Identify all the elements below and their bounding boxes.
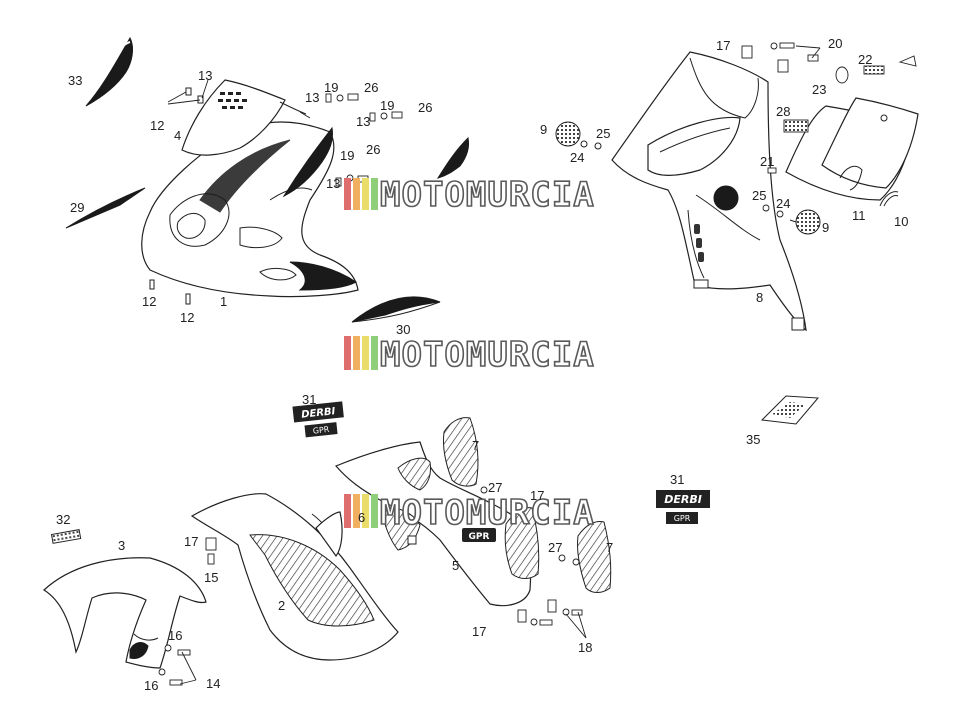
callout-12c: 12	[180, 310, 194, 325]
callout-12b: 12	[142, 294, 156, 309]
callout-25a: 25	[596, 126, 610, 141]
callout-7a: 7	[472, 438, 479, 453]
callout-20: 20	[828, 36, 842, 51]
grille-7-middle	[504, 507, 540, 579]
callout-18: 18	[578, 640, 592, 655]
callout-26c: 26	[366, 142, 380, 157]
derbi-text-right: DERBI	[664, 493, 702, 506]
gpr-text-upper: GPR	[312, 425, 330, 436]
callout-13d: 13	[326, 176, 340, 191]
callout-19b: 19	[380, 98, 394, 113]
callout-17b: 17	[530, 488, 544, 503]
derbi-text-upper: DERBI	[301, 406, 336, 421]
grille-7-top	[443, 417, 479, 487]
nose-top-panel	[181, 79, 311, 156]
callout-27a: 27	[488, 480, 502, 495]
callout-29: 29	[70, 200, 84, 215]
callout-9b: 9	[822, 220, 829, 235]
callout-5: 5	[452, 558, 459, 573]
fender-hardware	[158, 537, 217, 686]
callout-16a: 16	[168, 628, 182, 643]
gpr-decal-rear	[436, 136, 469, 179]
decal-32	[50, 529, 82, 544]
front-fender	[43, 557, 207, 669]
callout-19c: 19	[340, 148, 354, 163]
callout-6: 6	[358, 510, 365, 525]
watermark-1: MOTOMURCIA	[344, 174, 595, 216]
watermark-3: MOTOMURCIA	[344, 492, 595, 534]
wm-stripe-4	[371, 178, 378, 210]
callout-11: 11	[852, 208, 866, 223]
knob-9-left	[555, 121, 602, 150]
hardware-17-20-22-23	[741, 42, 917, 218]
screw-kit-35	[760, 395, 820, 425]
callout-10: 10	[894, 214, 908, 229]
decal-33	[85, 36, 134, 107]
wm-stripe-1	[344, 178, 351, 210]
callout-2: 2	[278, 598, 285, 613]
derbi-badge-right: DERBI GPR	[656, 490, 710, 524]
watermark-text-3: MOTOMURCIA	[380, 493, 595, 533]
grille-frame	[335, 441, 532, 607]
callouts: 33 13 12 4 19 26 13 19 26 13 19 26 13 29…	[56, 36, 908, 693]
callout-26b: 26	[418, 100, 432, 115]
decal-30-outline	[351, 301, 441, 323]
gpr-badge-center: GPR	[462, 528, 496, 542]
callout-27b: 27	[548, 540, 562, 555]
hinge-10	[879, 191, 899, 207]
watermark-text-2: MOTOMURCIA	[380, 335, 595, 375]
callout-30: 30	[396, 322, 410, 337]
callout-17d: 17	[184, 534, 198, 549]
inner-leg-shield	[611, 51, 807, 332]
callout-9a: 9	[540, 122, 547, 137]
callout-17c: 17	[472, 624, 486, 639]
wm-stripe-2	[353, 178, 360, 210]
callout-32: 32	[56, 512, 70, 527]
callout-35: 35	[746, 432, 760, 447]
wm-stripe-3	[362, 178, 369, 210]
knob-9-right	[789, 209, 821, 235]
callout-4: 4	[174, 128, 181, 143]
callout-26a: 26	[364, 80, 378, 95]
decal-29	[65, 187, 146, 229]
callout-1: 1	[220, 294, 227, 309]
callout-31a: 31	[302, 392, 316, 407]
callout-24a: 24	[570, 150, 584, 165]
gpr-text-right: GPR	[674, 514, 691, 523]
callout-23: 23	[812, 82, 826, 97]
watermark-text-1: MOTOMURCIA	[380, 175, 595, 215]
callout-8: 8	[756, 290, 763, 305]
leader-lines	[167, 45, 821, 685]
callout-19a: 19	[324, 80, 338, 95]
callout-31b: 31	[670, 472, 684, 487]
callout-13c: 13	[356, 114, 370, 129]
callout-33: 33	[68, 73, 82, 88]
callout-13b: 13	[305, 90, 319, 105]
hardware-17-18	[480, 486, 583, 626]
derbi-badge-upper: DERBI GPR	[292, 401, 344, 438]
callout-21: 21	[760, 154, 774, 169]
callout-14: 14	[206, 676, 220, 691]
watermark-2: MOTOMURCIA	[344, 334, 595, 376]
callout-25b: 25	[752, 188, 766, 203]
callout-7b: 7	[606, 540, 613, 555]
gpr-badge-text: GPR	[469, 532, 490, 542]
callout-15: 15	[204, 570, 218, 585]
callout-24b: 24	[776, 196, 790, 211]
grille-7-right	[577, 521, 612, 593]
callout-16b: 16	[144, 678, 158, 693]
callout-22: 22	[858, 52, 872, 67]
decal-30	[351, 296, 441, 323]
callout-28: 28	[776, 104, 790, 119]
callout-12a: 12	[150, 118, 164, 133]
front-panel	[190, 493, 399, 661]
callout-17a: 17	[716, 38, 730, 53]
callout-13a: 13	[198, 68, 212, 83]
callout-3: 3	[118, 538, 125, 553]
glovebox-lid	[785, 97, 919, 201]
